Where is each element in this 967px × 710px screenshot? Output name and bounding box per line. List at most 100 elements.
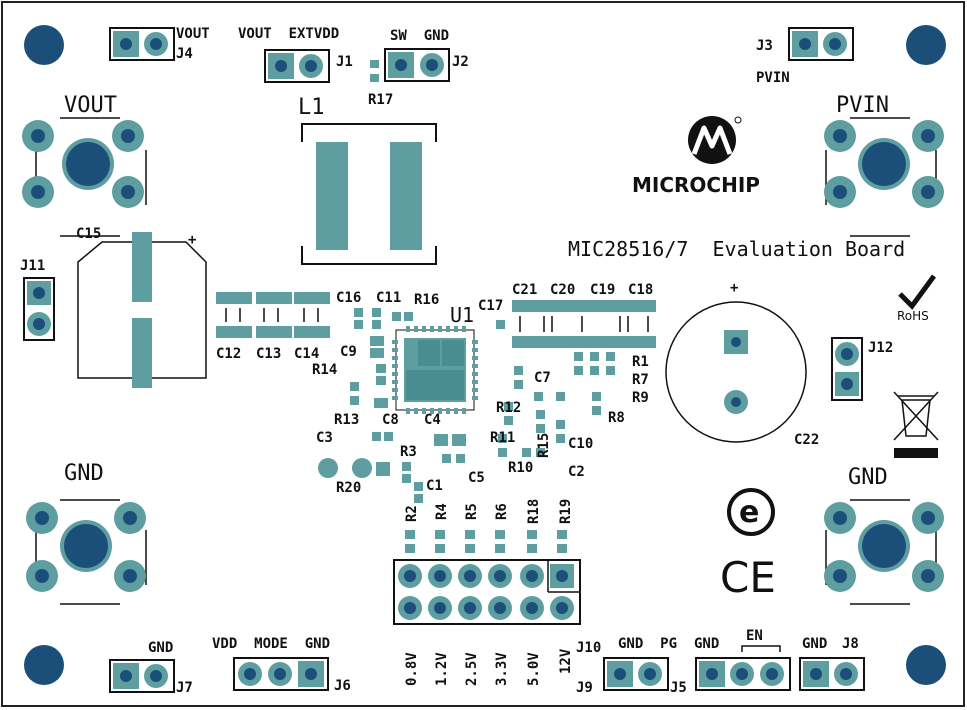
j1-pin-label: VOUT EXTVDD [238, 26, 339, 42]
j3-ref: J3 [756, 38, 773, 54]
r7-label: R7 [632, 372, 649, 388]
vsel-label-1: 1.2V [434, 652, 450, 686]
connector-j3[interactable] [788, 27, 854, 61]
j10-pin-hole-1-1 [434, 602, 446, 614]
r11-label: R11 [490, 430, 515, 446]
r17-label: R17 [368, 92, 393, 108]
small-passives-left [350, 308, 505, 503]
vsel-label-3: 3.3V [494, 652, 510, 686]
testpoint-1[interactable] [318, 458, 338, 478]
r5-label: R5 [464, 503, 480, 520]
connector-j7[interactable] [109, 659, 175, 693]
c16-label: C16 [336, 290, 361, 306]
testpoint-3[interactable] [376, 462, 390, 476]
j10-ref: J10 [576, 640, 601, 656]
connector-j6[interactable] [233, 657, 329, 691]
microchip-logo [688, 116, 742, 164]
mounting-hole-bottom-right [906, 645, 946, 685]
small-passives-right [498, 352, 615, 457]
c5-label: C5 [468, 470, 485, 486]
j5-pin-label: GND [694, 636, 719, 652]
r9-label: R9 [632, 390, 649, 406]
voltage-select-resistors [405, 530, 567, 553]
pvin-terminal[interactable] [824, 117, 944, 237]
j10-pin-hole-0-0 [404, 570, 416, 582]
connector-j5[interactable] [695, 657, 791, 691]
connector-j9[interactable] [603, 657, 669, 691]
capacitor-c15 [77, 232, 207, 388]
j11-ref: J11 [20, 258, 45, 274]
j5-en-bracket [741, 645, 781, 652]
capacitors-c12-c14 [216, 292, 330, 338]
vsel-label-2: 2.5V [464, 652, 480, 686]
connector-j8[interactable] [799, 657, 865, 691]
capacitors-c12-c14-silk [225, 308, 319, 322]
resistor-pad-4-1 [527, 544, 537, 553]
vout-terminal[interactable] [22, 117, 147, 237]
resistor-pad-1-0 [435, 530, 445, 539]
mounting-holes [24, 25, 946, 685]
connector-j12[interactable] [831, 337, 863, 401]
gnd-terminal-left[interactable] [26, 499, 147, 605]
u1-label: U1 [450, 303, 474, 327]
vout-terminal-label: VOUT [64, 93, 117, 118]
j10-pin-hole-1-0 [434, 570, 446, 582]
j12-ref: J12 [868, 340, 893, 356]
c20-label: C20 [550, 282, 575, 298]
j10-pin-hole-5-0 [556, 570, 568, 582]
pvin-terminal-label: PVIN [836, 93, 889, 118]
r10-label: R10 [508, 460, 533, 476]
j10-pin-hole-4-1 [526, 602, 538, 614]
connector-j1[interactable] [264, 49, 330, 83]
j6-pin-label: VDD MODE GND [212, 636, 330, 652]
vsel-label-0: 0.8V [404, 652, 420, 686]
c2-label: C2 [568, 464, 585, 480]
rohs-label: RoHS [897, 309, 929, 323]
j9-ref: J9 [576, 680, 593, 696]
r15-label: R15 [536, 433, 552, 458]
c22-plus: + [730, 280, 738, 296]
j1-ref: J1 [336, 54, 353, 70]
j7-pin-label: GND [148, 640, 173, 656]
resistor-pad-2-1 [465, 544, 475, 553]
capacitor-c22 [665, 301, 807, 443]
connector-j10[interactable] [393, 559, 581, 625]
connector-j4[interactable] [109, 27, 175, 61]
e-recycle-icon: e [727, 488, 775, 536]
j5-ref: J5 [670, 680, 687, 696]
r14-label: R14 [312, 362, 337, 378]
manufacturer-name: MICROCHIP [632, 173, 760, 197]
j10-pin-hole-4-0 [526, 570, 538, 582]
c15-label: C15 [76, 226, 101, 242]
r13-label: R13 [334, 412, 359, 428]
mounting-hole-bottom-left [24, 645, 64, 685]
c4-label: C4 [424, 412, 441, 428]
j10-pin-hole-3-0 [494, 570, 506, 582]
svg-text:e: e [739, 495, 759, 530]
vsel-label-4: 5.0V [526, 652, 542, 686]
resistor-pad-0-1 [405, 544, 415, 553]
c1-label: C1 [426, 478, 443, 494]
c9-label: C9 [340, 344, 357, 360]
vsel-label-5: 12V [558, 648, 574, 674]
weee-bin-icon [893, 391, 939, 441]
j10-pins[interactable] [398, 564, 574, 620]
j10-pin-hole-5-1 [556, 602, 568, 614]
mounting-hole-top-left [24, 25, 64, 65]
j10-pin-hole-0-1 [404, 602, 416, 614]
connector-j11[interactable] [23, 277, 55, 341]
j10-pin-hole-3-1 [494, 602, 506, 614]
connector-j2[interactable] [384, 48, 450, 82]
c11-label: C11 [376, 290, 401, 306]
resistor-pad-4-0 [527, 530, 537, 539]
gnd-terminal-right-label: GND [848, 465, 888, 490]
l1-label: L1 [298, 95, 325, 120]
gnd-terminal-right[interactable] [824, 499, 944, 605]
j10-pin-hole-2-1 [464, 602, 476, 614]
c3-label: C3 [316, 430, 333, 446]
resistor-r17 [370, 60, 379, 82]
weee-bar [894, 448, 938, 458]
testpoint-2[interactable] [352, 458, 372, 478]
j4-ref: J4 [176, 46, 193, 62]
